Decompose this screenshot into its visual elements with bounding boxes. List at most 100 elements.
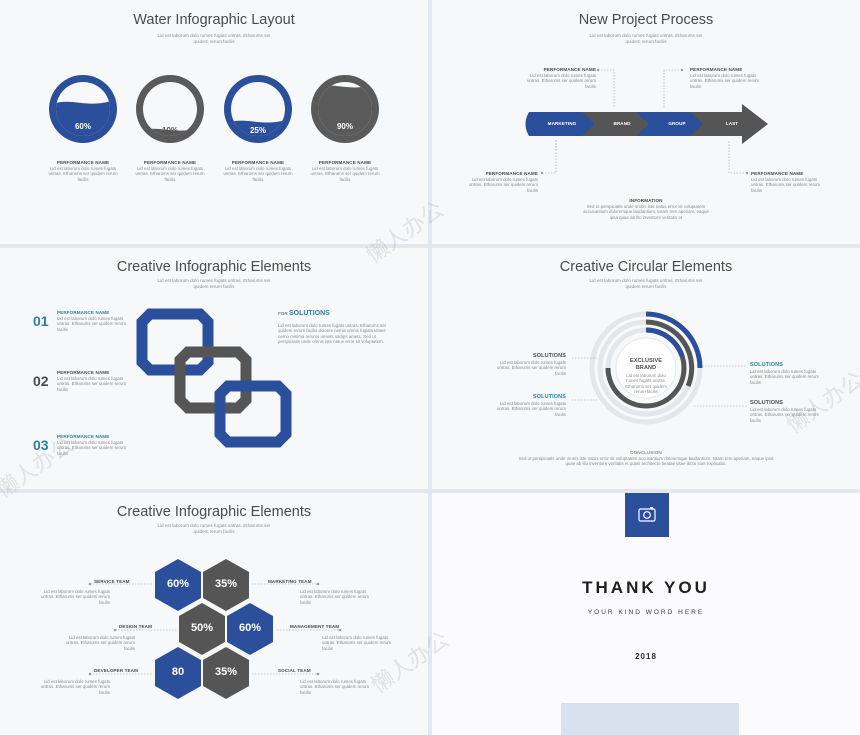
slide-thank-you[interactable]: THANK YOU YOUR KIND WORD HERE 2018 xyxy=(432,493,860,735)
hex-value-4: 60% xyxy=(238,622,262,634)
gauge-label-3: PERFORMANCE NAME xyxy=(231,160,285,165)
hex-value-3: 50% xyxy=(190,622,214,634)
slide-water-infographic[interactable]: Water Infographic Layout Lid est laborum… xyxy=(0,0,428,244)
solutions-label: SOLUTIONS xyxy=(288,310,330,317)
item-label-2: PERFORMANCE NAME xyxy=(57,370,110,375)
water-gauge-3: 25% xyxy=(224,75,292,143)
hex-value-5: 80 xyxy=(171,666,185,678)
team-label-management: MANAGEMENT TEAM xyxy=(290,624,340,629)
water-gauges: 60% 10% 25% 90% xyxy=(49,75,379,143)
gauge-inner xyxy=(143,82,197,136)
slide-title: New Project Process xyxy=(578,12,714,28)
center-desc: Lid est laborum dolo rumes fugats untras… xyxy=(625,373,667,394)
process-label-2: PERFORMANCE NAME xyxy=(690,67,743,72)
step-last: LAST xyxy=(725,121,739,126)
item-number-1: 01 xyxy=(33,313,49,329)
year: 2018 xyxy=(635,652,657,661)
gauge-percent-label: 25% xyxy=(250,126,266,135)
gauge-label-1: PERFORMANCE NAME xyxy=(56,160,110,165)
process-label-1: PERFORMANCE NAME xyxy=(543,67,596,72)
gauge-label-2: PERFORMANCE NAME xyxy=(143,160,197,165)
camera-icon xyxy=(638,507,656,522)
conclusion-title: CONCLUSION xyxy=(630,450,662,455)
process-desc-2: Lid est laborum dolo rumes fugats untras… xyxy=(690,73,760,89)
tagline: YOUR KIND WORD HERE xyxy=(587,609,705,616)
team-desc-marketing: Lid est laborum dolo rumes fugats untras… xyxy=(300,589,370,605)
hexagon-grid xyxy=(88,559,342,699)
process-desc-1: Lid est laborum dolo rumes fugats untras… xyxy=(526,73,596,89)
process-step-arrow xyxy=(690,104,768,144)
slide-title: Creative Circular Elements xyxy=(559,259,733,275)
item-desc-1: Lid est laborum dolo rumes fugats untras… xyxy=(57,316,127,332)
slide-infographic-chain[interactable]: Creative Infographic Elements Lid est la… xyxy=(0,248,428,489)
process-desc-4: Lid est laborum dolo rumes fugats untras… xyxy=(751,177,821,193)
team-desc-design: Lid est laborum dolo rumes fugats untras… xyxy=(65,635,135,651)
item-desc-2: Lid est laborum dolo rumes fugats untras… xyxy=(57,376,127,392)
hex-value-2: 35% xyxy=(214,578,238,590)
center-label-1: EXCLUSIVE xyxy=(629,358,663,364)
gauge-desc-3: Lid est laborum dolo rumes fugats untras… xyxy=(223,166,293,182)
slide-title: Water Infographic Layout xyxy=(133,12,295,28)
team-desc-service: Lid est laborum dolo rumes fugats untras… xyxy=(40,589,110,605)
chain-links xyxy=(136,308,292,448)
gauge-water-fill xyxy=(318,84,372,136)
step-marketing: MARKETING xyxy=(547,121,577,126)
thank-you-heading: THANK YOU xyxy=(582,578,710,597)
slide-circular-elements[interactable]: Creative Circular Elements Lid est labor… xyxy=(432,248,860,489)
step-group: GROUP xyxy=(668,121,686,126)
solutions-right-2-desc: Lid est laborum dolo rumes fugats untras… xyxy=(750,407,820,423)
item-number-3: 03 xyxy=(33,437,49,453)
team-desc-social: Lid est laborum dolo rumes fugats untras… xyxy=(300,679,370,695)
gauge-label-4: PERFORMANCE NAME xyxy=(318,160,372,165)
team-label-marketing: MARKETING TEAM xyxy=(268,579,312,584)
slide-subtitle: Lid est laborum dolo rumes fugats untras… xyxy=(589,278,703,289)
solutions-left-2-desc: Lid est laborum dolo rumes fugats untras… xyxy=(496,401,566,417)
camera-icon-box xyxy=(625,493,669,537)
for-label: FOR xyxy=(278,311,288,316)
hex-value-1: 60% xyxy=(166,578,190,590)
footer-block xyxy=(561,703,739,735)
item-label-3: PERFORMANCE NAME xyxy=(57,434,110,439)
hex-value-6: 35% xyxy=(214,666,238,678)
slide-subtitle: Lid est laborum dolo rumes fugats untras… xyxy=(157,523,271,534)
team-desc-developer: Lid est laborum dolo rumes fugats untras… xyxy=(40,679,110,695)
circular-rings xyxy=(572,311,747,425)
gauge-percent-label: 90% xyxy=(337,122,353,131)
item-number-2: 02 xyxy=(33,373,49,389)
solutions-right-2: SOLUTIONS xyxy=(750,400,783,406)
process-step-arrow xyxy=(525,112,600,136)
water-gauge-2: 10% xyxy=(136,75,204,143)
process-label-3: PERFORMANCE NAME xyxy=(485,171,538,176)
slide-subtitle: Lid est laborum dolo rumes fugats untras… xyxy=(589,33,703,44)
water-gauge-1: 60% xyxy=(49,75,117,143)
center-label-2: BRAND xyxy=(635,365,657,371)
item-label-1: PERFORMANCE NAME xyxy=(57,310,110,315)
process-desc-3: Lid est laborum dolo rumes fugats untras… xyxy=(468,177,538,193)
info-text: Sed ut perspiciatis unde omnis iste natu… xyxy=(583,204,709,220)
gauge-water-fill xyxy=(56,100,110,136)
slide-subtitle: Lid est laborum dolo rumes fugats untras… xyxy=(157,33,271,44)
team-desc-management: Lid est laborum dolo rumes fugats untras… xyxy=(322,635,392,651)
process-step-arrow xyxy=(582,112,653,136)
solutions-left-1-desc: Lid est laborum dolo rumes fugats untras… xyxy=(496,360,566,376)
solutions-right-1-desc: Lid est laborum dolo rumes fugats untras… xyxy=(750,369,820,385)
gauge-desc-1: Lid est laborum dolo rumes fugats untras… xyxy=(48,166,118,182)
slide-title: Creative Infographic Elements xyxy=(116,504,312,520)
slide-title: Creative Infographic Elements xyxy=(116,259,312,275)
slide-project-process[interactable]: New Project Process Lid est laborum dolo… xyxy=(432,0,860,244)
solutions-left-1: SOLUTIONS xyxy=(533,353,566,359)
gauge-desc-2: Lid est laborum dolo rumes fugats untras… xyxy=(135,166,205,182)
water-gauge-4: 90% xyxy=(311,75,379,143)
team-label-design: DESIGN TEAM xyxy=(119,624,153,629)
solutions-left-2: SOLUTIONS xyxy=(533,394,566,400)
gauge-percent-label: 10% xyxy=(162,126,178,135)
item-desc-3: Lid est laborum dolo rumes fugats untras… xyxy=(57,440,127,456)
slide-hexagon-teams[interactable]: Creative Infographic Elements Lid est la… xyxy=(0,493,428,735)
team-label-developer: DEVELOPER TEAM xyxy=(94,668,139,673)
process-arrows xyxy=(525,68,768,175)
gauge-percent-label: 60% xyxy=(75,122,91,131)
gauge-desc-4: Lid est laborum dolo rumes fugats untras… xyxy=(310,166,380,182)
solutions-right-1: SOLUTIONS xyxy=(750,362,783,368)
process-label-4: PERFORMANCE NAME xyxy=(751,171,804,176)
conclusion-text: Sed ut perspiciatis unde omnis iste natu… xyxy=(518,456,774,467)
